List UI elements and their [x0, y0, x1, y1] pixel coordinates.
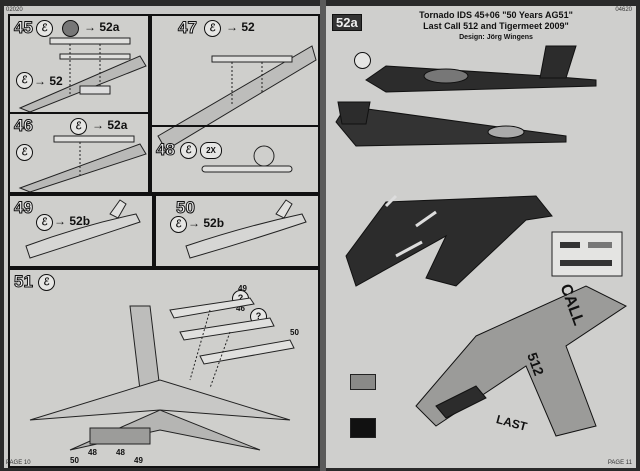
glue-icon: ℰ: [36, 20, 53, 37]
wing-pylon-drawing: [18, 37, 147, 112]
part-number: 49: [238, 284, 247, 293]
step-45-panel: 45 ℰ → 52a ℰ → 52: [8, 14, 150, 114]
part-number: 46: [236, 304, 245, 313]
step-number: 48: [156, 140, 176, 160]
arrow-label: → 52: [226, 20, 255, 34]
quantity-badge: 2X: [200, 142, 222, 159]
tornado-profile-drawings: [335, 45, 627, 437]
step-46-panel: 46 ℰ → 52a ℰ: [8, 112, 150, 194]
left-instruction-page: 02020 45 ℰ → 52a ℰ → 52 47 ℰ → 52 48: [4, 6, 320, 468]
step-number: 50: [176, 198, 196, 218]
tornado-underside-drawing: [29, 297, 295, 451]
glue-icon: ℰ: [16, 144, 33, 161]
decal-title: Tornado IDS 45+06 "50 Years AG51" Last C…: [419, 10, 573, 41]
right-page-footer: PAGE 11: [607, 460, 632, 466]
part-number: 50: [290, 328, 299, 337]
step-47-panel: 47 ℰ → 52 48 ℰ 2X: [150, 14, 320, 194]
paint-icon: [354, 52, 371, 69]
arrow-label: → 52b: [188, 216, 225, 230]
part-number: 50: [70, 456, 79, 465]
part-number: 48: [116, 448, 125, 457]
color-swatch-black: [350, 418, 376, 438]
paint-icon: [62, 20, 79, 37]
step-50-panel: 50 ℰ → 52b: [154, 194, 320, 268]
glue-icon: ℰ: [38, 274, 55, 291]
glue-icon: ℰ: [204, 20, 221, 37]
step-51-panel: 51 ℰ ? ? 49 46 50 50 48 48 49: [8, 268, 320, 468]
wing-pylon-drawing: [18, 135, 147, 192]
step-number: 51: [14, 272, 34, 292]
glue-icon: ℰ: [36, 214, 53, 231]
arrow-label: → 52a: [92, 118, 128, 132]
arrow-label: → 52b: [54, 214, 91, 228]
glue-icon: ℰ: [16, 72, 33, 89]
step-number: 47: [178, 18, 198, 38]
right-page-code: 04620: [615, 7, 632, 13]
color-swatch-grey: [350, 374, 376, 390]
page-gutter: [320, 0, 326, 471]
left-page-footer: PAGE 10: [6, 460, 31, 466]
glue-icon: ℰ: [70, 118, 87, 135]
part-number: 49: [134, 456, 143, 465]
step-number: 46: [14, 116, 34, 136]
glue-icon: ℰ: [180, 142, 197, 159]
part-number: 48: [88, 448, 97, 457]
arrow-label: → 52: [34, 74, 63, 88]
fuselage-pylon-drawing: [152, 45, 318, 151]
glue-icon: ℰ: [170, 216, 187, 233]
left-page-code: 02020: [6, 7, 23, 13]
step-badge: 52a: [332, 14, 362, 31]
missile-drawing: [201, 145, 293, 173]
step-number: 49: [14, 198, 34, 218]
fuel-tank-drawing: [25, 199, 141, 259]
step-number: 45: [14, 18, 34, 38]
right-decal-page: 04620 52a Tornado IDS 45+06 "50 Years AG…: [326, 6, 636, 468]
arrow-label: → 52a: [84, 20, 120, 34]
step-49-panel: 49 ℰ → 52b: [8, 194, 154, 268]
fuel-tank-drawing: [185, 199, 307, 259]
